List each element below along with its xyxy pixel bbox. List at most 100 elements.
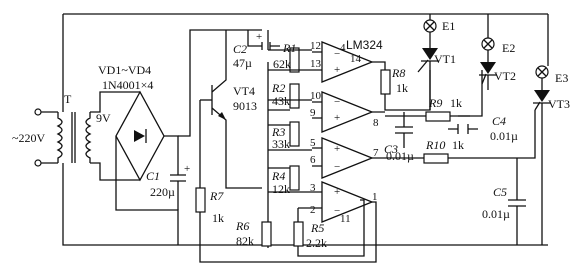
resistor-r6: R6 82k [235,219,272,248]
thyristor-vt2: VT2 [479,62,516,90]
bridge-rectifier: VD1~VD4 1N4001×4 [98,63,179,245]
opamp1-pin4: 4 [340,42,346,54]
r8-name: R8 [391,66,405,80]
r5-body [293,221,304,247]
resistor-r5: R5 2.2k [293,199,365,257]
bottom-rail-wire [62,163,548,246]
r2-name: R2 [271,81,285,95]
c2-plus: + [256,31,262,43]
r3-value: 33k [272,137,290,151]
mains-leads [41,111,58,164]
opamp1-minus: − [334,48,340,60]
rectifier-part-label: 1N4001×4 [102,78,153,92]
transformer: T 9V [56,91,140,181]
resistor-r10: R10 1k [420,110,536,164]
r3-name: R3 [271,125,285,139]
opamp4-pin3: 3 [310,182,316,194]
opamp-2: − + 10 9 8 [310,90,385,133]
r5-value: 2.2k [306,236,327,250]
r1-body [289,47,300,73]
bridge-outline [115,90,165,182]
mains-terminal-top [34,108,42,116]
r6-value: 82k [236,234,254,248]
lamp-e2: E2 [481,14,515,62]
r7-value: 1k [212,211,224,225]
vt4-legs [211,30,262,189]
opamp2-body [321,91,374,133]
opamp3-pin6: 6 [310,154,316,166]
opamp-4: + − 3 2 1 11 [298,181,378,225]
r7-name: R7 [209,189,224,203]
r1-value: 62k [273,57,291,71]
r5-leads [297,199,365,257]
e1-label: E1 [442,19,455,33]
e2-label: E2 [502,41,515,55]
mains-input: ~220V [12,108,58,167]
mains-terminal-bottom [34,159,42,167]
vt2-triangle [480,62,496,74]
r4-body [289,165,300,191]
e3-label: E3 [555,71,568,85]
opamp3-pin7: 7 [373,147,379,159]
r4-name: R4 [271,169,285,183]
r5-name: R5 [310,221,324,235]
e1-cross [425,21,435,48]
vt3-label: VT3 [548,97,570,111]
capacitor-c4: C4 0.01µ [448,114,518,143]
r4-leads [268,167,312,193]
opamp4-pin2: 2 [310,204,316,216]
vt1-triangle [422,48,438,60]
vt3-leads [533,101,551,245]
c3-value: 0.01µ [386,149,414,163]
r2-value: 43k [272,94,290,108]
opamp1-plus: + [334,64,340,76]
c5-name: C5 [493,185,507,199]
r1-leads [268,49,312,71]
opamp4-pin11: 11 [340,213,351,225]
r8-body [380,69,391,95]
r10-body [423,153,449,164]
vt2-leads [479,73,497,90]
r2-body [289,83,300,109]
transformer-primary-coil [56,112,63,163]
transformer-secondary-coil [85,112,92,163]
c1-plates [170,174,186,182]
r9-value: 1k [450,96,462,110]
opamp4-minus: − [334,205,340,217]
r7-body [195,187,206,213]
opamp3-minus: − [334,161,340,173]
opamp2-minus: − [334,96,340,108]
r9-body [425,111,451,122]
capacitor-c5: C5 0.01µ [482,158,526,245]
opamp1-pin12: 12 [310,40,321,52]
capacitor-c3: C3 0.01µ [384,112,414,163]
vt1-leads [417,59,439,110]
opamp2-pin9: 9 [310,107,316,119]
resistor-r7: R7 1k [195,100,224,245]
vt2-label: VT2 [494,69,516,83]
opamp1-pin14: 14 [350,53,362,65]
r9-name: R9 [428,96,442,110]
mains-voltage-label: ~220V [12,131,45,145]
r6-body [261,221,272,247]
resistor-r2: R2 43k [268,81,312,111]
c1-plus: + [184,163,190,175]
opamp3-pin5: 5 [310,137,316,149]
c1-name: C1 [146,169,160,183]
c1-value: 220µ [150,185,175,199]
c2-name: C2 [233,42,247,56]
ic-name-label: LM324 [346,38,383,52]
vt4-part: 9013 [233,99,257,113]
c3-name: C3 [384,142,398,156]
secondary-voltage-label: 9V [96,111,111,125]
opamp3-plus: + [334,143,340,155]
opamp2-pin8: 8 [373,117,379,129]
vt4-name: VT4 [233,84,255,98]
e2-cross [483,39,493,62]
opamp2-pins [312,101,385,119]
r4-value: 12k [272,182,290,196]
opamp4-body [321,181,374,223]
r3-body [289,121,300,147]
c2-wiring [240,29,280,50]
transistor-vt4: VT4 9013 [200,30,262,189]
